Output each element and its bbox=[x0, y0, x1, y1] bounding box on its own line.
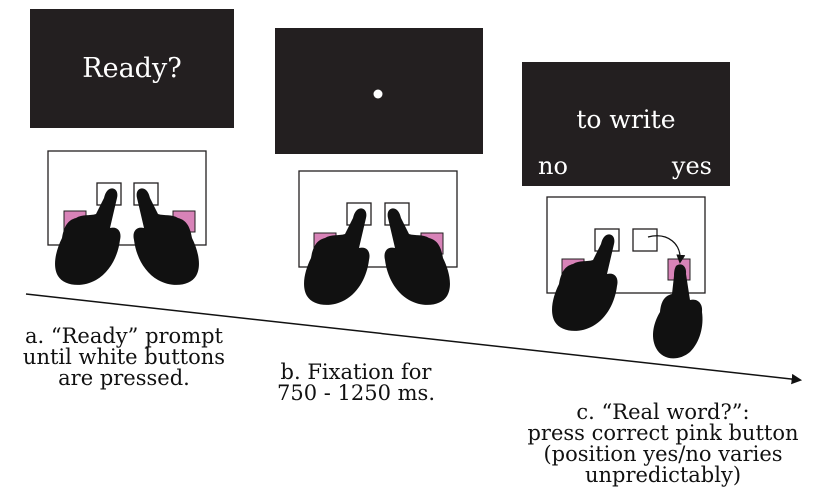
caption-b-line-1: b. Fixation for bbox=[256, 362, 456, 383]
caption-a-line-1: a. “Ready” prompt bbox=[2, 326, 246, 347]
screen-a-text: Ready? bbox=[82, 53, 181, 84]
caption-a-line-2: until white buttons bbox=[2, 347, 246, 368]
caption-c-line-4: unpredictably) bbox=[514, 465, 812, 486]
panel-a: Ready? bbox=[30, 9, 234, 285]
response-label-yes: yes bbox=[671, 152, 712, 180]
caption-a: a. “Ready” prompt until white buttons ar… bbox=[2, 326, 246, 389]
caption-b-line-2: 750 - 1250 ms. bbox=[256, 383, 456, 404]
panel-c: to write no yes bbox=[522, 62, 730, 358]
caption-c-line-3: (position yes/no varies bbox=[514, 444, 812, 465]
panel-b bbox=[275, 28, 483, 305]
caption-c-line-2: press correct pink button bbox=[514, 423, 812, 444]
fixation-dot-icon bbox=[374, 90, 383, 99]
white-button-right-c bbox=[633, 229, 657, 251]
caption-c: c. “Real word?”: press correct pink butt… bbox=[514, 402, 812, 486]
caption-a-line-3: are pressed. bbox=[2, 368, 246, 389]
caption-b: b. Fixation for 750 - 1250 ms. bbox=[256, 362, 456, 404]
screen-c-word: to write bbox=[576, 105, 675, 134]
response-label-no: no bbox=[538, 152, 568, 180]
caption-c-line-1: c. “Real word?”: bbox=[514, 402, 812, 423]
